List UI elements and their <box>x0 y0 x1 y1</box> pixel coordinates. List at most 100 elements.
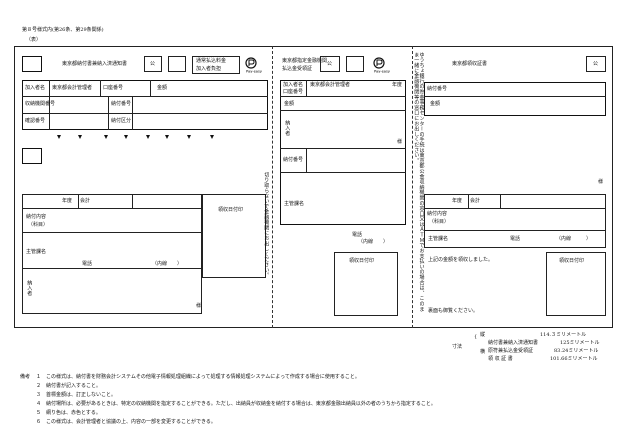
p3-subject-label: （科目） <box>429 219 450 225</box>
p1-row-line-1 <box>22 96 268 97</box>
form-side-label: （表） <box>26 37 42 43</box>
ocr-mark-2 <box>78 135 82 139</box>
panel1-title: 東京都納付書兼納入済通知書 <box>62 61 128 67</box>
p3-row-line-1 <box>424 96 606 97</box>
p1-detail-line-3 <box>22 268 202 269</box>
receipt-stamp-label: 領収日付印 <box>218 207 244 213</box>
payment-content-label: 納付内容 <box>26 214 47 220</box>
note-item-6: ６ この様式は、会計管理者と協議の上、内容の一部を変更することができる。 <box>36 419 216 425</box>
p2-payer-label: 納入者 <box>284 120 291 136</box>
p2-receipt-stamp-box <box>334 252 398 316</box>
p3-receipt-stamp-label: 領収日付印 <box>559 258 585 264</box>
p2-dept-name-label: 主管課名 <box>284 201 305 207</box>
form-number: 第８号様式内(第26条、第29条関係) <box>22 27 104 33</box>
ocr-mark-3 <box>104 135 108 139</box>
brace-glyph: { <box>474 334 478 340</box>
dim-h3-label: 領 収 証 書 <box>488 356 513 362</box>
p2-vertical-note: 切り取らないで金融機関にお出しください。 <box>263 172 270 278</box>
extension-label: （内線 ） <box>152 262 182 267</box>
p2-fiscal-year-label: 年度 <box>392 82 403 88</box>
panel3-info-table <box>424 82 606 116</box>
panel2-title-1: 東京都指定金融機関 <box>282 58 328 64</box>
p1-detail-col-1 <box>78 194 79 208</box>
dim-h2-label: 原符兼払込金受領証 <box>488 348 534 354</box>
fiscal-year-label: 年度 <box>62 198 73 204</box>
p3-amount-label: 金額 <box>430 101 441 107</box>
p1-col-line-4 <box>108 96 109 130</box>
p3-received-text: 上記の金額を領収しました。 <box>428 257 494 263</box>
dimensions-horizontal: 横 <box>480 349 486 355</box>
extension-open: （内線 <box>152 261 168 267</box>
p2-row-line-1 <box>280 96 406 97</box>
dim-h1-value: 125ミリメートル <box>560 340 600 346</box>
p3-detail-col-2 <box>500 194 501 208</box>
receipt-stamp-box <box>202 194 266 278</box>
panel3-ko-box <box>586 56 606 72</box>
p2-subscriber-label: 加入者名 <box>283 82 304 88</box>
payeasy-logo-text: Pay-easy <box>246 70 263 74</box>
notes-title: 備考 <box>20 374 31 380</box>
p2-extension-label: （内線 ） <box>358 240 388 245</box>
subscriber-name-value: 東京都会計管理者 <box>52 85 93 91</box>
perforation-line-2 <box>412 46 413 328</box>
p3-sama-label: 様 <box>598 179 604 185</box>
p3-extension-label: （内線 ） <box>556 237 591 242</box>
p2-account-label: 口座番号 <box>283 89 304 95</box>
p3-payment-number-label: 納付番号 <box>427 86 448 92</box>
panel1-detail-box <box>22 194 202 314</box>
collection-agency-label: 収納機関番号 <box>25 101 56 107</box>
p2-extension-close: ） <box>383 239 389 245</box>
dim-h3-value: 101.66ミリメートル <box>550 356 598 362</box>
dim-h1-label: 納付書兼納入済通知書 <box>488 340 539 346</box>
note-item-3: ３ 首標金額は、訂正しないこと。 <box>36 392 117 398</box>
note-item-1: １ この様式は、納付書を財務会計システムその他電子情報処理組織によって処理する情… <box>36 374 360 380</box>
p1-detail-col-2 <box>132 194 133 208</box>
p3-back-note: 裏面も御覧ください。 <box>428 308 479 314</box>
subject-label: （科目） <box>28 222 49 228</box>
p2-row-line-2 <box>280 110 406 111</box>
p2-payment-number-label: 納付番号 <box>283 157 304 163</box>
panel3-ko-label: 公 <box>593 61 599 67</box>
panel2-title-2: 払込金受領証 <box>282 66 313 72</box>
payer-label: 納入者 <box>26 280 33 296</box>
p2-col-line-2 <box>306 148 307 172</box>
p3-fiscal-year-label: 年度 <box>452 198 463 204</box>
dept-name-label: 主管課名 <box>26 249 47 255</box>
perforation-line-1 <box>272 46 273 328</box>
p2-extension-open: （内線 <box>358 239 374 245</box>
ocr-mark-1 <box>57 135 61 139</box>
p3-dept-name-label: 主管課名 <box>428 236 449 242</box>
p1-col-line-3 <box>150 80 151 96</box>
p3-phone-label: 電話 <box>510 236 521 242</box>
p1-col-line-5 <box>132 96 133 130</box>
p1-col-line-2 <box>100 80 101 96</box>
note-item-4: ４ 納付場所は、必要があるときは、特定の収納機関を指定することができる。ただし、… <box>36 401 436 407</box>
p2-col-line-1 <box>306 80 307 96</box>
payeasy-logo-text-2: Pay-easy <box>374 70 391 74</box>
p2-row-line-4 <box>280 172 406 173</box>
panel3-detail-box <box>424 194 606 248</box>
p3-detail-line-1 <box>424 208 606 209</box>
dim-h2-value: 83.24ミリメートル <box>554 348 599 354</box>
dimensions-vertical: 縦 <box>480 332 486 338</box>
p2-phone-label: 電話 <box>352 232 363 238</box>
p3-extension-open: （内線 <box>556 236 572 242</box>
p3-detail-line-2 <box>424 230 606 231</box>
form-outer-frame <box>14 46 613 328</box>
payment-number-label: 納付番号 <box>111 101 132 107</box>
accounting-label: 会計 <box>80 198 91 204</box>
p2-row-line-3 <box>280 148 406 149</box>
note-item-2: ２ 納付書が記入すること。 <box>36 383 102 389</box>
ocr-mark-8 <box>210 135 214 139</box>
sama-label: 様 <box>196 303 202 309</box>
p1-col-line-1 <box>49 80 50 130</box>
ocr-mark-6 <box>165 135 169 139</box>
p1-detail-line-2 <box>22 232 202 233</box>
p2-receipt-stamp-label: 領収日付印 <box>349 258 375 264</box>
p2-subscriber-value: 東京都会計管理者 <box>310 82 351 88</box>
panel3-title: 東京都領収証書 <box>452 61 488 67</box>
p2-sama-label: 様 <box>397 139 403 145</box>
confirm-number-label: 確認番号 <box>25 118 46 124</box>
payeasy-logo-icon-2: Pay-easy <box>372 56 396 74</box>
p2-amount-label: 金額 <box>284 101 295 107</box>
